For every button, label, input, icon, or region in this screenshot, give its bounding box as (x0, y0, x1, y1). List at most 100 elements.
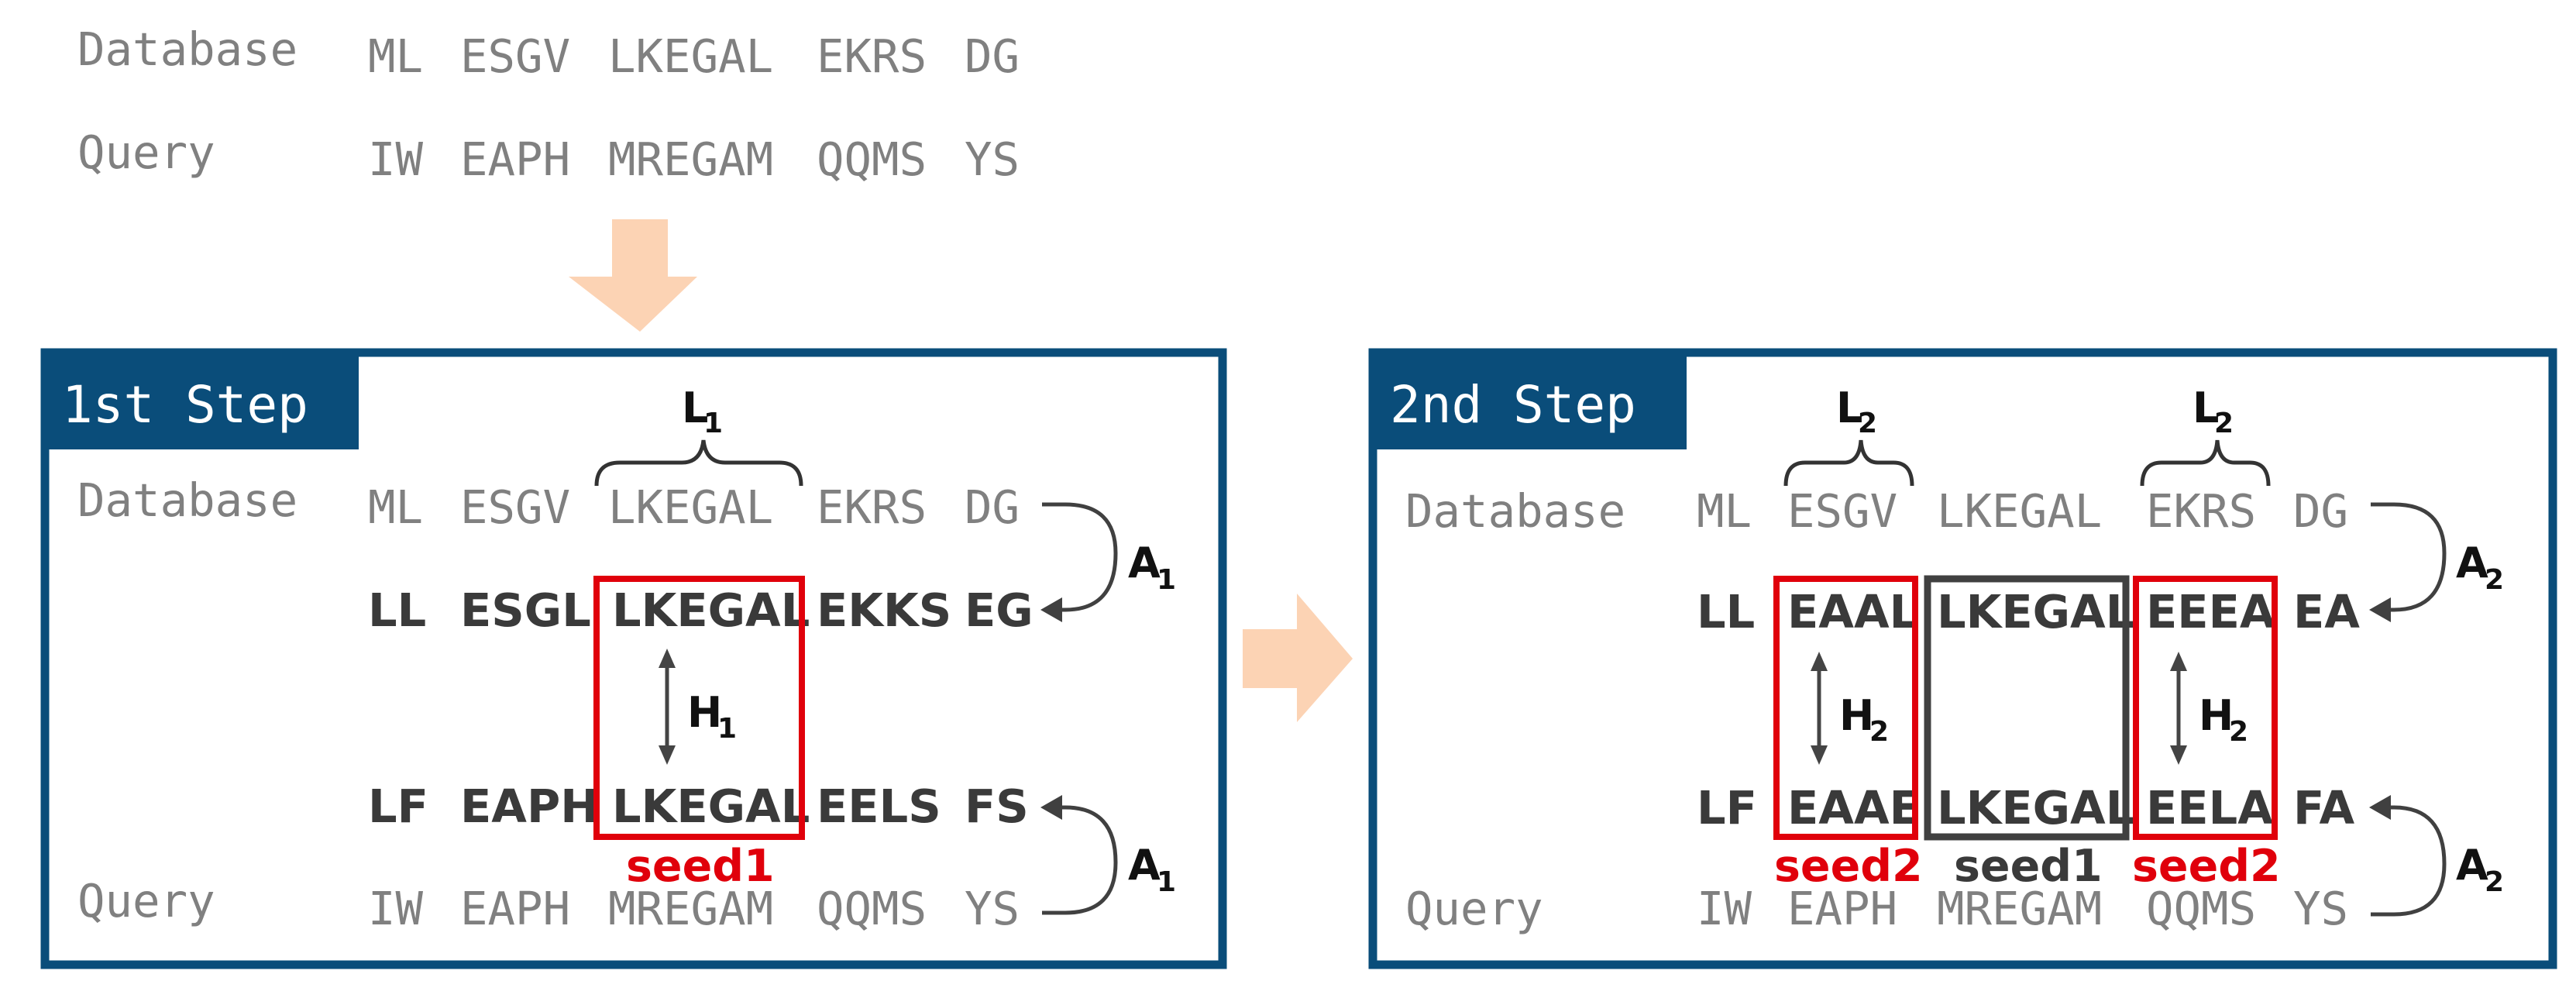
step1-brace-label-sub: 1 (703, 408, 723, 439)
step2-db-token: DG (2293, 484, 2348, 538)
step2-brace-left-label-sub: 2 (1858, 408, 1877, 439)
step1-hit-query-token: LKEGAL (612, 780, 810, 833)
step2-panel: 2nd Step L 2 L 2 Database Query ML ESGV … (1368, 348, 2557, 969)
step1-hit-query-token: FS (965, 780, 1029, 833)
top-db-token: ESGV (460, 29, 570, 83)
step2-brace-left-icon (1783, 439, 1914, 487)
step1-hit-db-token: LL (368, 583, 426, 637)
top-db-token: EKRS (817, 29, 927, 83)
step1-brace-label-main: L (682, 384, 708, 432)
step2-a-top-label-sub: 2 (2485, 564, 2504, 596)
step2-query-label: Query (1405, 882, 1543, 935)
step2-hit-db-token: EEEA (2146, 585, 2275, 638)
step1-a-bottom-label-sub: 1 (1157, 866, 1176, 898)
step2-a-bottom-arrowhead-icon (2369, 795, 2391, 820)
right-flow-arrow-icon (1243, 594, 1353, 722)
step2-hit-query-token: LKEGAL (1937, 781, 2134, 835)
step2-db-token: ML (1697, 484, 1752, 538)
step2-brace-right-label-sub: 2 (2214, 408, 2234, 439)
step2-h-left-label-main: H (1839, 691, 1874, 740)
step2-hit-query-token: LF (1697, 781, 1757, 835)
step1-seed-label: seed1 (626, 841, 775, 892)
step2-a-top-arrowhead-icon (2369, 597, 2391, 622)
step2-panel-border (1368, 348, 2557, 969)
step2-hit-db-token: LL (1697, 585, 1755, 638)
step2-a-bottom-label-sub: 2 (2485, 866, 2504, 898)
step1-panel-border (40, 348, 1227, 969)
step2-h-right-arrow-icon (2170, 652, 2187, 765)
down-flow-arrow-icon (569, 219, 697, 332)
step2-hit-query-token: EELA (2146, 781, 2273, 835)
step2-a-bottom-label-main: A (2456, 841, 2488, 890)
top-db-token: DG (965, 29, 1020, 83)
step2-h-right-label-sub: 2 (2229, 716, 2248, 748)
step1-hit-query-token: LF (368, 780, 428, 833)
step1-hit-db-token: ESGL (460, 583, 591, 637)
step2-hit-db-token: LKEGAL (1937, 585, 2134, 638)
step1-hit-db-token: EKKS (817, 583, 951, 637)
step1-seed-box (593, 576, 805, 840)
step2-seed-right-box (2133, 576, 2278, 840)
step2-seed-left-box (1773, 576, 1918, 840)
step2-query-token: EAPH (1787, 882, 1897, 935)
step1-hit-query-token: EELS (817, 780, 941, 833)
step2-a-bottom-arrow-icon (2371, 805, 2447, 917)
step2-db-token: EKRS (2146, 484, 2256, 538)
step2-seed-right-label: seed2 (2132, 841, 2281, 892)
step2-brace-left-label-main: L (1836, 384, 1862, 432)
top-query-token: YS (965, 133, 1020, 186)
step1-query-token: MREGAM (608, 882, 773, 935)
step1-panel: 1st Step L 1 Database Query ML ESGV LKEG… (40, 348, 1227, 969)
step1-h-label-main: H (687, 688, 722, 737)
top-sequences: Database Query ML ESGV LKEGAL EKRS DG IW… (77, 22, 1020, 186)
step1-a-bottom-label-main: A (1128, 841, 1161, 890)
step1-a-bottom-arrowhead-icon (1040, 795, 1062, 820)
step1-hit-db-token: LKEGAL (612, 583, 810, 637)
step2-brace-right-label-main: L (2193, 384, 2219, 432)
step1-query-token: YS (965, 882, 1020, 935)
top-db-token: LKEGAL (608, 29, 773, 83)
step2-a-top-arrow-icon (2371, 502, 2447, 612)
step2-a-top-label-main: A (2456, 539, 2488, 587)
step1-title-bar (45, 353, 359, 449)
step1-a-top-label-sub: 1 (1157, 564, 1176, 596)
step2-seed-center-label: seed1 (1954, 841, 2103, 892)
step1-h-arrow-icon (659, 649, 676, 765)
step1-query-token: IW (368, 882, 424, 935)
step2-query-token: QQMS (2146, 882, 2256, 935)
step1-db-token: DG (965, 480, 1020, 534)
step2-db-token: ESGV (1787, 484, 1897, 538)
step2-hit-db-token: EA (2293, 585, 2360, 638)
step1-hit-db-token: EG (965, 583, 1033, 637)
step1-title: 1st Step (62, 375, 308, 435)
step1-query-label: Query (77, 874, 215, 928)
step2-h-right-label-main: H (2199, 691, 2234, 740)
step2-query-token: IW (1697, 882, 1752, 935)
step2-title: 2nd Step (1390, 375, 1636, 435)
step1-db-token: EKRS (817, 480, 927, 534)
step2-h-left-label-sub: 2 (1869, 716, 1889, 748)
step2-seed-left-label: seed2 (1774, 841, 1923, 892)
step2-hit-query-token: EAAE (1787, 781, 1921, 835)
step1-query-token: EAPH (460, 882, 570, 935)
step1-a-top-label-main: A (1128, 539, 1161, 587)
top-query-token: MREGAM (608, 133, 773, 186)
step1-brace-icon (594, 439, 803, 487)
step1-db-token: LKEGAL (608, 480, 773, 534)
step1-database-label: Database (77, 473, 297, 527)
step2-hit-query-token: FA (2293, 781, 2355, 835)
top-db-token: ML (368, 29, 423, 83)
step1-h-label-sub: 1 (717, 713, 737, 745)
top-query-label: Query (77, 126, 215, 179)
step2-seed-center-box (1924, 575, 2130, 841)
step2-query-token: YS (2293, 882, 2348, 935)
step1-a-top-arrowhead-icon (1040, 597, 1062, 622)
step1-db-token: ML (368, 480, 423, 534)
step1-a-top-arrow-icon (1042, 502, 1118, 612)
step2-database-label: Database (1405, 484, 1625, 538)
top-query-token: IW (368, 133, 424, 186)
step2-brace-right-icon (2140, 439, 2271, 487)
step2-query-token: MREGAM (1937, 882, 2102, 935)
step1-db-token: ESGV (460, 480, 570, 534)
